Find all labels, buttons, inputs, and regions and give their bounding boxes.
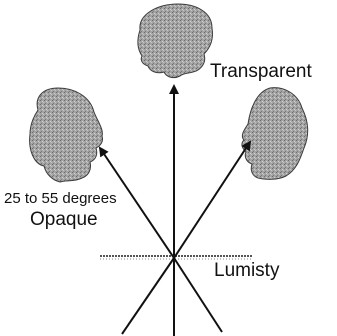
head-silhouette-icon: [242, 88, 308, 180]
transparent-label: Transparent: [210, 61, 312, 83]
diagonal-line-lower-left: [122, 258, 174, 334]
head-silhouette-icon: [30, 88, 103, 182]
arrow-icon: [174, 142, 250, 258]
head-silhouette-icon: [138, 4, 213, 78]
angle-range-label: 25 to 55 degrees: [4, 190, 117, 207]
lumisty-label: Lumisty: [214, 260, 279, 282]
opaque-label: Opaque: [30, 209, 98, 231]
